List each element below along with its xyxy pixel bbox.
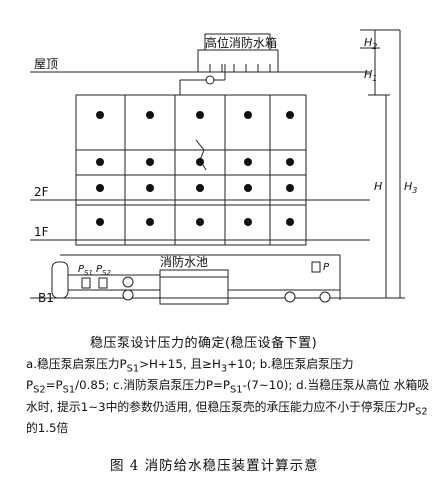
p-label: P [323,262,330,273]
fire-water-stabilizer-diagram: 高位消防水箱 屋顶 2F 1F B1 消防水池 H2 H1 H H3 PS1 P… [30,29,417,305]
stabilizer-pump-lower [122,289,134,301]
break-mark [195,139,207,171]
floor-b1-label: B1 [38,291,54,305]
sprinkler-head [286,184,294,192]
sprinkler-head [196,218,204,226]
ps1-label: PS1 [78,264,93,277]
sprinkler-head [196,184,204,192]
sprinkler-heads [96,111,294,226]
pool-label: 消防水池 [160,254,208,269]
sprinkler-head [96,158,104,166]
tank-label: 高位消防水箱 [205,35,277,50]
sprinkler-head [196,158,204,166]
sprinkler-head [244,158,252,166]
sprinkler-head [146,184,154,192]
sprinkler-head [286,218,294,226]
note-text: a.稳压泵启泵压力PS1>H+15, 且≥H3+10; b.稳压泵启泵压力 PS… [26,357,430,436]
sprinkler-head [244,111,252,119]
floor-1f-label: 1F [34,225,49,239]
sprinkler-head [244,184,252,192]
fire-pump-2 [319,291,331,303]
sprinkler-head [146,111,154,119]
sprinkler-head [96,218,104,226]
dim-h2: H2 [364,36,377,51]
sprinkler-head [96,184,104,192]
sprinkler-head [286,111,294,119]
fire-pump-1 [284,291,296,303]
sprinkler-head [286,158,294,166]
dim-h1: H1 [364,68,377,83]
building-frame [75,94,307,246]
caption-block: 稳压泵设计压力的确定(稳压设备下置) a.稳压泵启泵压力PS1>H+15, 且≥… [0,326,440,476]
figure-caption: 图 4 消防给水稳压装置计算示意 [110,458,319,474]
notes-paragraph: a.稳压泵启泵压力PS1>H+15, 且≥H3+10; b.稳压泵启泵压力 PS… [26,356,434,436]
sprinkler-head [96,111,104,119]
dim-h3: H3 [404,180,417,195]
stabilizer-pump-upper [122,276,134,288]
ps2-label: PS2 [96,264,111,277]
roof-label: 屋顶 [34,57,58,71]
dim-h: H [374,180,382,193]
floor-2f-label: 2F [34,185,49,199]
sprinkler-head [196,111,204,119]
sprinkler-head [146,218,154,226]
sprinkler-head [146,158,154,166]
pressure-tank [51,261,69,299]
tank-valve [205,75,215,85]
diagram-subtitle: 稳压泵设计压力的确定(稳压设备下置) [90,336,318,351]
sprinkler-head [244,218,252,226]
fire-pool [159,269,229,305]
